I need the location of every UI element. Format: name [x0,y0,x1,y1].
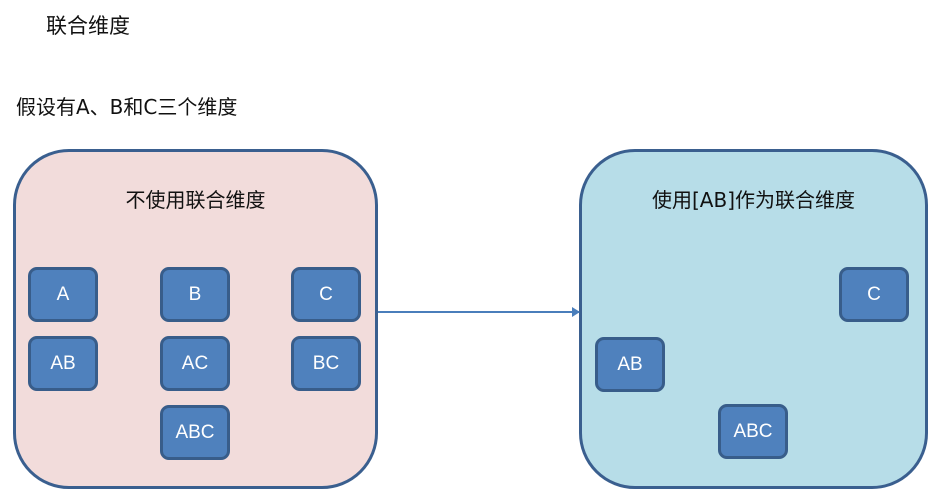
subtitle: 假设有A、B和C三个维度 [16,95,238,119]
page-title: 联合维度 [46,14,130,38]
cuboid-box: AB [28,336,98,391]
cuboid-box: AC [160,336,230,391]
cuboid-box: C [291,267,361,322]
cuboid-box: A [28,267,98,322]
cuboid-box: ABC [718,404,788,459]
arrow-connector [378,307,580,317]
panel-title: 使用[AB]作为联合维度 [651,188,855,212]
cuboid-box: BC [291,336,361,391]
cuboid-box: B [160,267,230,322]
cuboid-box: AB [595,337,665,392]
panel-title: 不使用联合维度 [125,188,266,212]
cuboid-box: ABC [160,405,230,460]
cuboid-box: C [839,267,909,322]
